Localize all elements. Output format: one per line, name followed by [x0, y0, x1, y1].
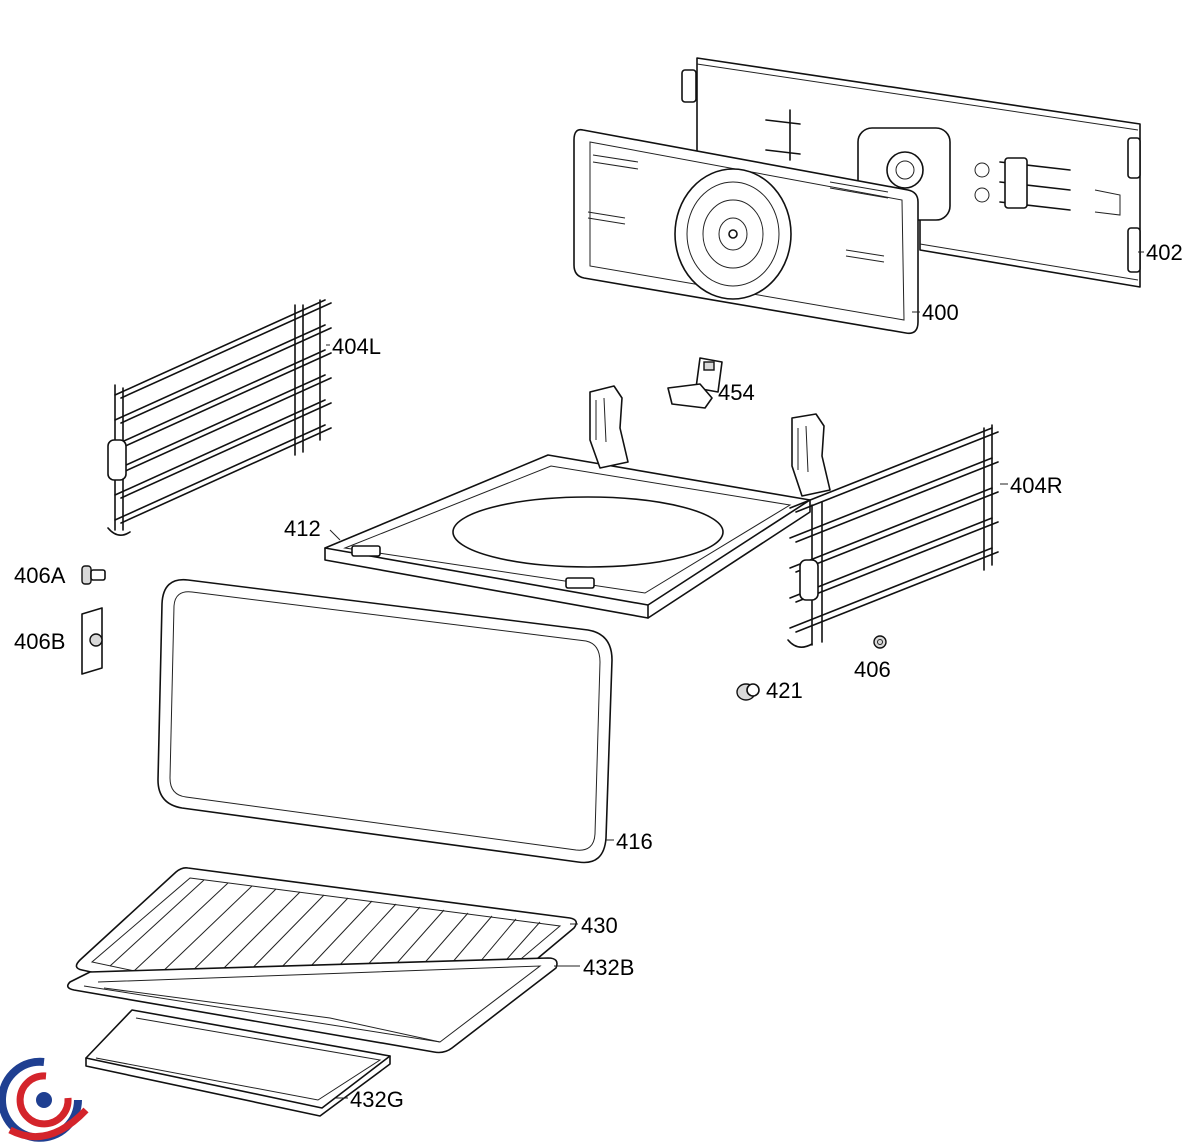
label-402: 402	[1146, 240, 1183, 265]
part-432G-glass-tray	[85, 1009, 391, 1117]
label-404R: 404R	[1010, 473, 1063, 498]
label-421: 421	[766, 678, 803, 703]
part-406B-bracket	[81, 607, 103, 675]
part-404L-left-rack	[107, 299, 332, 536]
label-406A: 406A	[14, 563, 66, 588]
label-412: 412	[284, 516, 321, 541]
part-421-lamp	[736, 683, 760, 701]
label-406: 406	[854, 657, 891, 682]
label-416: 416	[616, 829, 653, 854]
leader-lines	[326, 251, 1144, 1099]
label-406B: 406B	[14, 629, 65, 654]
part-406A-screw	[81, 565, 106, 585]
label-404L: 404L	[332, 334, 381, 359]
label-400: 400	[922, 300, 959, 325]
part-400-fan-cover	[573, 128, 919, 335]
part-416-door-seal	[157, 578, 613, 864]
brand-swirl-logo	[0, 1057, 89, 1142]
part-404R-right-rack	[787, 424, 999, 648]
part-454-clip	[667, 357, 723, 409]
label-430: 430	[581, 913, 618, 938]
part-402-rear-panel	[681, 57, 1141, 288]
label-432G: 432G	[350, 1087, 404, 1112]
part-406-nut	[873, 635, 887, 649]
part-412-base-frame	[324, 385, 831, 619]
label-432B: 432B	[583, 955, 634, 980]
label-454: 454	[718, 380, 755, 405]
part-432B-baking-tray	[66, 957, 558, 1054]
